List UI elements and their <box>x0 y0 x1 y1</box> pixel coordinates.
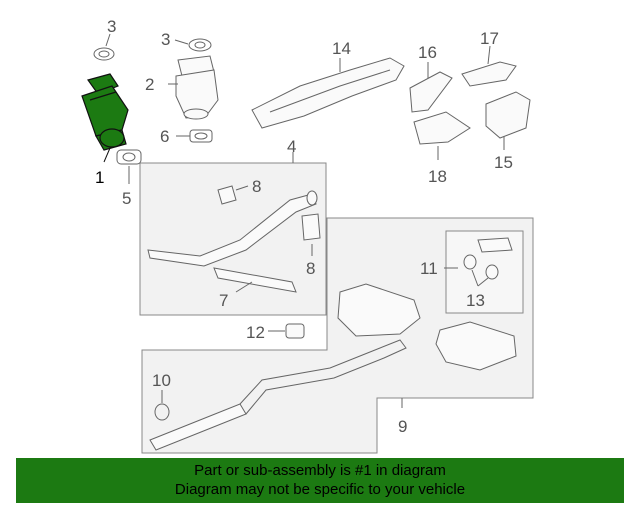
callout-9[interactable]: 9 <box>398 417 407 436</box>
muffler-assembly-part-9[interactable] <box>149 283 517 451</box>
hanger-part-8-upper[interactable] <box>217 185 249 205</box>
hanger-part-12[interactable] <box>268 323 305 339</box>
callout-5[interactable]: 5 <box>122 189 131 208</box>
callout-8-lower[interactable]: 8 <box>306 259 315 278</box>
shield-part-15[interactable] <box>485 91 531 150</box>
bracket-part-7[interactable] <box>213 267 297 293</box>
callout-4[interactable]: 4 <box>287 137 296 156</box>
shield-part-17[interactable] <box>461 45 517 87</box>
callout-3-left[interactable]: 3 <box>107 17 116 36</box>
callout-10[interactable]: 10 <box>152 371 171 390</box>
heat-shield-part-14[interactable] <box>251 57 405 129</box>
callout-16[interactable]: 16 <box>418 43 437 62</box>
pipe-group-box <box>139 162 327 316</box>
gasket-part-6[interactable] <box>176 129 213 143</box>
callout-3-top[interactable]: 3 <box>161 30 170 49</box>
callout-8-upper[interactable]: 8 <box>252 177 261 196</box>
gasket-part-left[interactable] <box>93 33 115 61</box>
callout-7[interactable]: 7 <box>219 291 228 310</box>
notice-banner: Part or sub-assembly is #1 in diagram Di… <box>16 458 624 503</box>
callout-14[interactable]: 14 <box>332 39 351 58</box>
front-pipe-part-4[interactable] <box>147 152 318 267</box>
insulator-part-13[interactable] <box>463 254 499 287</box>
hanger-part-11[interactable] <box>444 237 513 269</box>
leader-1 <box>103 147 111 163</box>
callout-12[interactable]: 12 <box>246 323 265 342</box>
callout-1[interactable]: 1 <box>95 168 104 187</box>
callout-18[interactable]: 18 <box>428 167 447 186</box>
muffler-group-box <box>141 217 534 454</box>
hanger-part-8-lower[interactable] <box>301 213 321 256</box>
gasket-part-top[interactable] <box>174 38 212 52</box>
gasket-part-10[interactable] <box>154 390 170 421</box>
banner-line-1: Part or sub-assembly is #1 in diagram <box>194 462 446 479</box>
banner-line-2: Diagram may not be specific to your vehi… <box>174 481 466 498</box>
callout-15[interactable]: 15 <box>494 153 513 172</box>
callout-17[interactable]: 17 <box>480 29 499 48</box>
shield-part-18[interactable] <box>413 111 471 160</box>
converter-part-2[interactable] <box>168 55 219 120</box>
gasket-part-5[interactable] <box>116 149 142 184</box>
callout-2[interactable]: 2 <box>145 75 154 94</box>
callout-13[interactable]: 13 <box>466 291 485 310</box>
catalytic-converter-part[interactable] <box>81 73 129 151</box>
callout-6[interactable]: 6 <box>160 127 169 146</box>
callout-11[interactable]: 11 <box>420 259 438 278</box>
shield-part-16[interactable] <box>409 62 453 113</box>
